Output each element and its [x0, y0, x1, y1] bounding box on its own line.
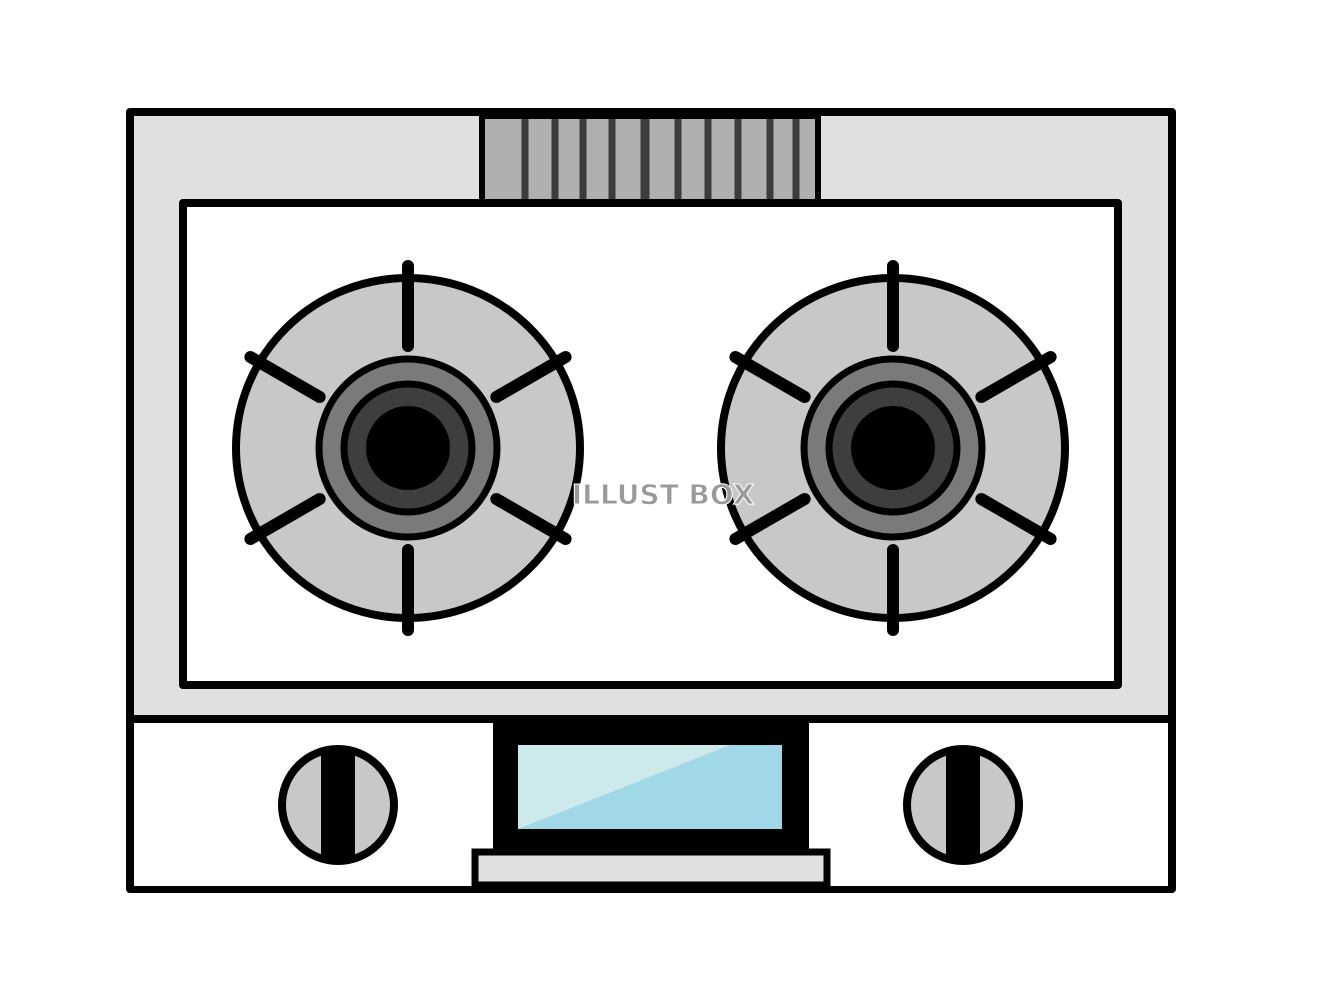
burner-center: [851, 406, 935, 490]
vent-grille: [479, 113, 821, 205]
burner-right[interactable]: [717, 260, 1069, 636]
knob-left[interactable]: [278, 745, 398, 865]
knob-right[interactable]: [903, 745, 1023, 865]
grill-window[interactable]: [493, 722, 809, 852]
grate-arm: [490, 493, 572, 545]
grill-tray-handle[interactable]: [471, 848, 831, 889]
burner-left[interactable]: [232, 260, 584, 636]
glass-glare: [518, 745, 730, 829]
burner-center: [366, 406, 450, 490]
grate-arm: [729, 351, 811, 403]
grate-arm: [244, 351, 326, 403]
knob-grip: [946, 752, 980, 858]
grate-arm: [975, 493, 1057, 545]
knob-grip: [321, 752, 355, 858]
grate-arm: [490, 351, 572, 403]
grate-arm: [975, 351, 1057, 403]
watermark: ILLUST BOX: [571, 478, 755, 512]
grate-arm: [729, 493, 811, 545]
grate-arm: [244, 493, 326, 545]
